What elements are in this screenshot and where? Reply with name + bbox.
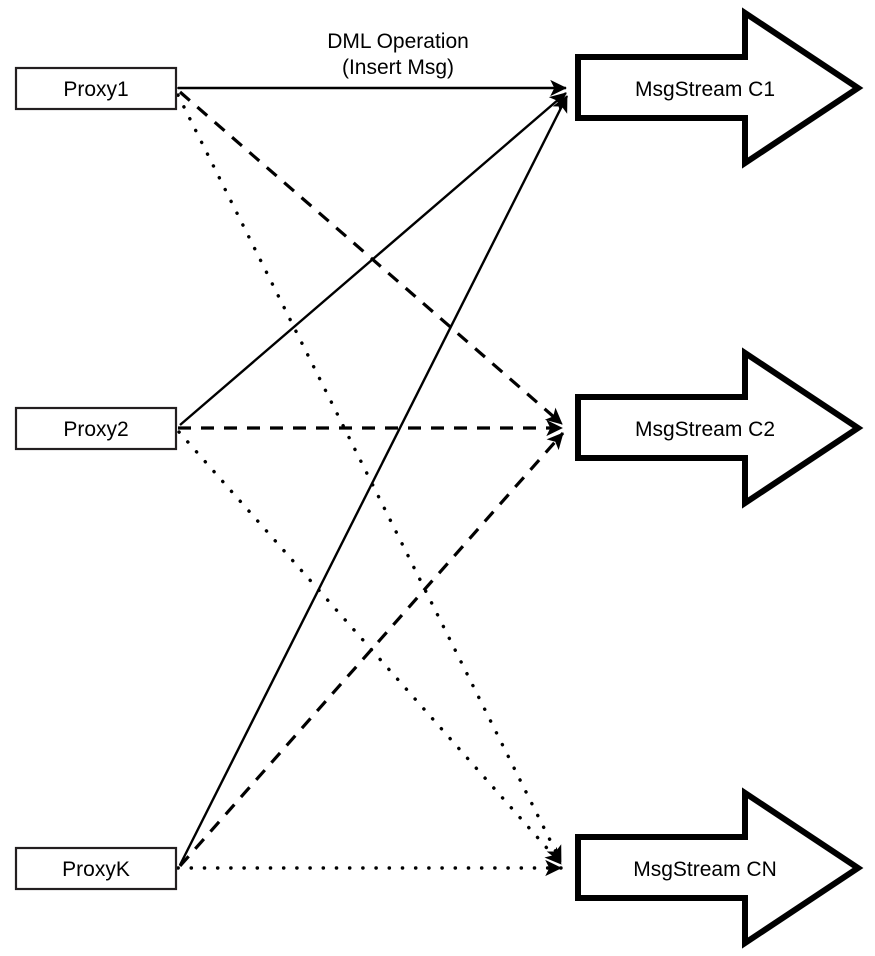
proxy-box-rect — [14, 846, 178, 891]
edge-proxy2-to-c1 — [179, 92, 567, 426]
proxy-box-rect — [14, 406, 178, 451]
proxy-node-proxy1[interactable]: Proxy1 — [14, 66, 178, 111]
edge-proxyk-to-c2 — [178, 431, 565, 868]
edge-label-dml-operation: DML Operation (Insert Msg) — [327, 30, 469, 79]
proxy-label-proxyk: ProxyK — [62, 858, 130, 881]
proxy-box-rect — [14, 66, 178, 111]
stream-arrow-shape — [575, 787, 864, 949]
stream-label-c1: MsgStream C1 — [635, 78, 775, 101]
proxy-node-proxyk[interactable]: ProxyK — [14, 846, 178, 891]
edge-proxy1-to-c2 — [178, 90, 564, 426]
stream-node-c1[interactable]: MsgStream C1 — [575, 7, 864, 169]
stream-arrow-shape — [575, 7, 864, 169]
stream-label-cn: MsgStream CN — [633, 858, 777, 881]
stream-arrow-shape — [575, 347, 864, 509]
stream-node-cn[interactable]: MsgStream CN — [575, 787, 864, 949]
stream-node-c2[interactable]: MsgStream C2 — [575, 347, 864, 509]
stream-label-c2: MsgStream C2 — [635, 418, 775, 441]
edge-proxyk-to-c1 — [178, 95, 569, 866]
edges-layer — [162, 79, 569, 877]
edge-label-line2: (Insert Msg) — [342, 56, 454, 79]
proxy-node-proxy2[interactable]: Proxy2 — [14, 406, 178, 451]
proxy-label-proxy2: Proxy2 — [63, 418, 128, 441]
proxy-label-proxy1: Proxy1 — [63, 78, 128, 101]
edge-label-line1: DML Operation — [327, 30, 469, 53]
edge-proxy2-to-cn — [177, 430, 563, 866]
edge-proxy1-to-cn — [176, 93, 563, 864]
